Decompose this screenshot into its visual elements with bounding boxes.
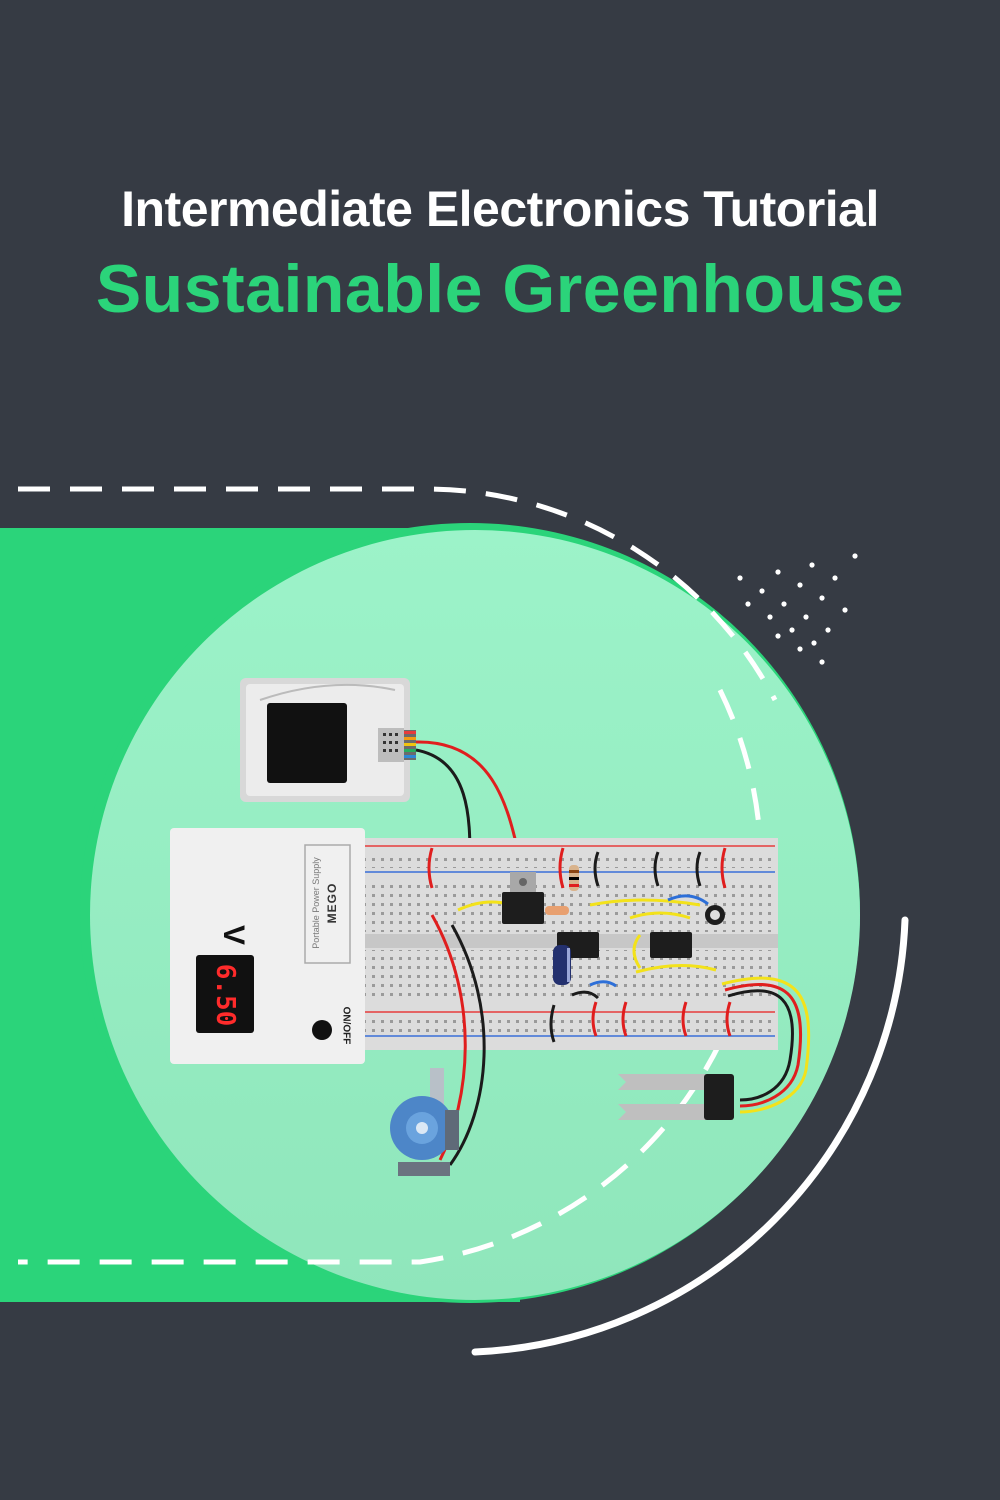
power-supply-label-1: Portable Power Supply (311, 857, 321, 949)
voltage-regulator-icon (502, 872, 544, 924)
voltage-unit-symbol: V (217, 924, 250, 945)
power-supply-icon (170, 828, 365, 1064)
microcontroller-icon (240, 678, 416, 802)
solid-arc (471, 916, 909, 1356)
power-switch-label: ON/OFF (340, 1006, 352, 1045)
resistor-icon (545, 865, 579, 915)
voltage-display: 6.50 (210, 963, 240, 1027)
dot-pattern (737, 553, 858, 665)
water-pump-icon (390, 1068, 459, 1176)
soil-moisture-sensor-icon (618, 1074, 734, 1120)
dashed-arc-right (18, 688, 764, 1265)
page-subtitle: Intermediate Electronics Tutorial (121, 181, 879, 237)
page-title: Sustainable Greenhouse (95, 251, 905, 327)
potentiometer-icon (705, 905, 725, 925)
power-supply-label-2: MEGO (325, 882, 339, 924)
ic-chip-icon (650, 932, 692, 958)
capacitor-icon (553, 945, 571, 985)
